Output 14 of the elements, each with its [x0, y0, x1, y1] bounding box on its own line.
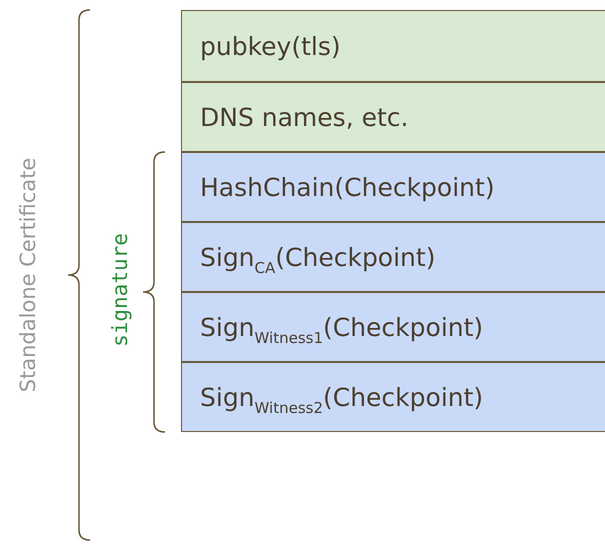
brace-label: Standalone Certificate	[16, 158, 40, 392]
field-label: pubkey(tls)	[200, 32, 341, 60]
field-label: Sign$_{Witness1}$(Checkpoint)	[200, 312, 484, 342]
field-row	[181, 82, 605, 152]
field-row	[181, 292, 605, 362]
field-row	[181, 152, 605, 222]
field-row	[181, 362, 605, 432]
brace-label: signature	[108, 233, 132, 347]
field-label: Sign$_{Witness2}$(Checkpoint)	[200, 382, 484, 412]
field-label: Sign$_{CA}$(Checkpoint)	[200, 242, 436, 272]
field-row	[181, 10, 605, 82]
field-label: DNS names, etc.	[200, 102, 408, 132]
field-row	[181, 222, 605, 292]
field-label: HashChain(Checkpoint)	[200, 172, 495, 202]
